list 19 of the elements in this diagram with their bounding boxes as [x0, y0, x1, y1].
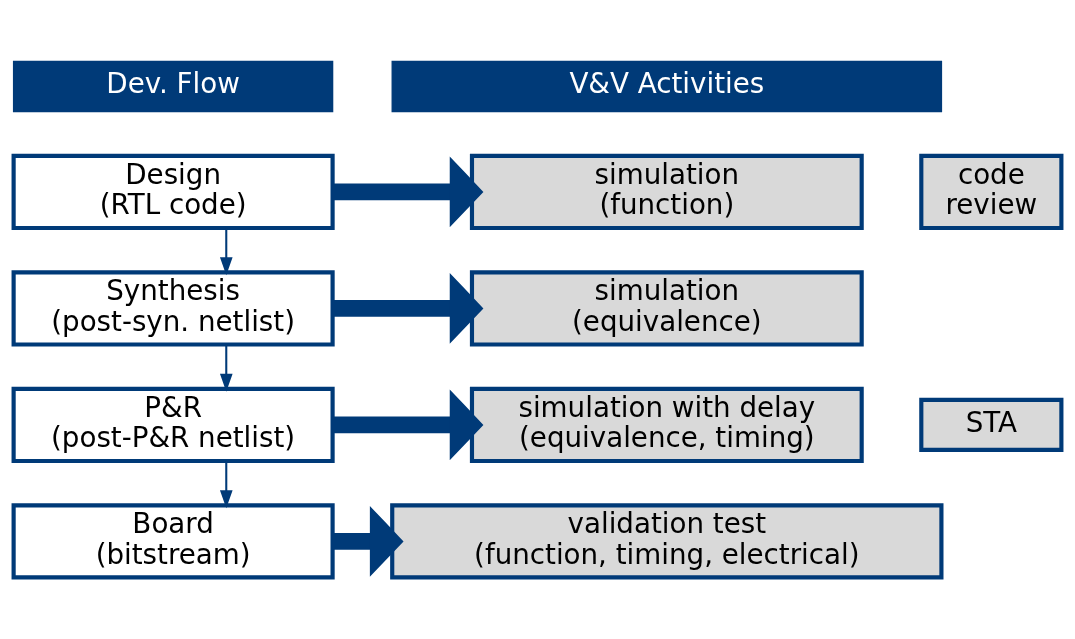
node-box: simulation with delay (equivalence, timing)	[469, 386, 864, 464]
node-box: simulation (equivalence)	[469, 270, 864, 347]
node-box: V&V Activities	[391, 60, 943, 113]
node-box: simulation (function)	[469, 153, 864, 231]
arrow	[332, 389, 484, 461]
node-box: Board (bitstream)	[11, 503, 335, 580]
arrow	[219, 228, 233, 276]
node-box: P&R (post-P&R netlist)	[11, 386, 335, 464]
arrow	[332, 273, 484, 344]
arrow	[219, 344, 233, 392]
node-box: STA	[919, 397, 1064, 452]
node-box: code review	[919, 153, 1064, 231]
node-box: Synthesis (post-syn. netlist)	[11, 270, 335, 347]
node-box: validation test (function, timing, electrical)	[390, 503, 944, 580]
node-box: Dev. Flow	[12, 60, 334, 113]
arrow	[332, 156, 484, 228]
arrow	[219, 461, 233, 509]
arrow	[332, 506, 404, 577]
node-box: Design (RTL code)	[11, 153, 335, 231]
